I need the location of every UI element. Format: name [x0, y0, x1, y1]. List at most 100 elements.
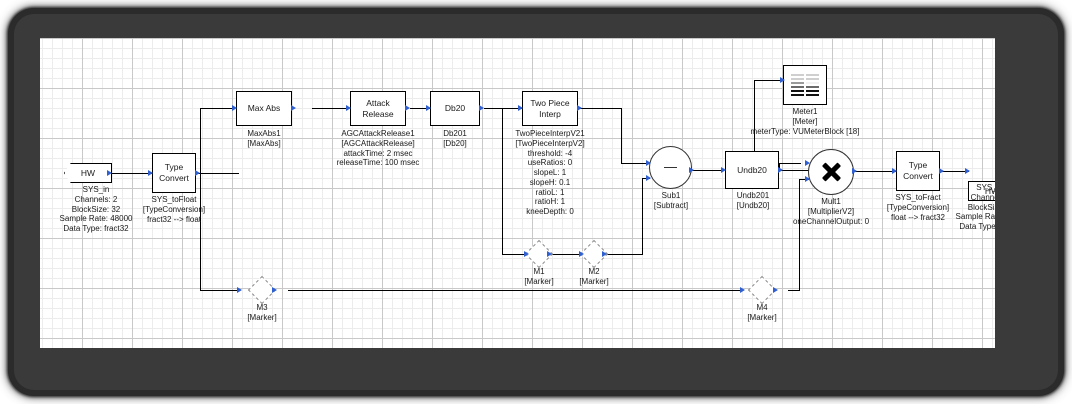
minus-icon	[664, 166, 677, 169]
port-m1-output	[547, 251, 552, 257]
wire-sysin-typeconvert	[109, 173, 152, 174]
block-m4[interactable]	[747, 275, 777, 305]
caption-mult1: Mult1 [MultiplierV2] oneChannelOutput: 0	[792, 197, 870, 226]
vu-meter-icon-right	[806, 73, 819, 97]
block-undb20-label: Undb20	[737, 164, 767, 175]
block-type-convert-in-label: Type Convert	[159, 162, 189, 183]
wire-undb20-out	[779, 170, 829, 171]
wire-to-m1	[502, 254, 525, 255]
wire-typeconvert-up	[200, 108, 201, 174]
caption-two-piece-interp: TwoPieceInterpV21 [TwoPieceInterpV2] thr…	[515, 129, 585, 216]
wire-into-mult-a	[779, 163, 801, 164]
wire-db20-twopiece	[484, 108, 530, 109]
port-max-abs-output	[291, 104, 296, 111]
port-attack-release-output	[405, 104, 410, 111]
device-frame: HW SYS_in Channels: 2 BlockSize: 32 Samp…	[8, 8, 1064, 396]
wire-into-sub1-a	[621, 163, 650, 164]
wire-m1-m2	[552, 254, 580, 255]
block-sys-in-label: HW	[80, 168, 96, 178]
port-attack-release-input	[346, 104, 351, 111]
wire-m3-m4	[288, 290, 740, 291]
block-sys-out-label: HW	[984, 186, 995, 196]
port-type-convert-out-output	[939, 167, 944, 174]
wire-m4-up	[799, 179, 800, 291]
caption-m4: M4 [Marker]	[747, 303, 777, 322]
port-sub1-output	[689, 166, 694, 173]
block-sys-in[interactable]: HW	[64, 163, 112, 183]
block-db20-label: Db20	[444, 103, 466, 114]
port-m2-input	[579, 251, 584, 257]
port-m3-output	[272, 287, 277, 293]
caption-meter1: Meter1 [Meter] meterType: VUMeterBlock […	[750, 107, 860, 136]
block-two-piece-interp-label: Two Piece Interp	[530, 97, 570, 119]
wire-to-maxabs	[200, 108, 234, 109]
wire-typeconvert-out	[189, 173, 239, 174]
port-sys-out-input	[965, 167, 970, 174]
port-undb20-output	[778, 166, 783, 173]
port-sub1-input-b	[646, 174, 651, 181]
port-max-abs-input	[232, 104, 237, 111]
wire-m2-up	[642, 178, 643, 255]
port-type-convert-in-output	[195, 169, 200, 176]
port-m3-input	[237, 287, 242, 293]
wire-maxabs-attackrelease	[312, 108, 348, 109]
port-sys-in-out	[107, 169, 112, 176]
port-mult1-output	[852, 167, 857, 174]
port-m4-output	[773, 287, 778, 293]
port-meter1-input	[780, 76, 785, 83]
block-db20[interactable]: Db20	[430, 91, 480, 126]
block-attack-release[interactable]: Attack Release	[350, 91, 406, 126]
wire-to-m3	[200, 290, 237, 291]
wire-sub1-undb20	[691, 170, 723, 171]
wire-to-meter	[754, 80, 783, 81]
wire-typeconvert-sysout	[937, 171, 969, 172]
port-db20-output	[479, 104, 484, 111]
block-sys-out[interactable]: HW	[968, 181, 995, 201]
wire-typeconvert-down	[200, 173, 201, 291]
wire-m4-right	[788, 290, 800, 291]
port-type-convert-out-input	[892, 167, 897, 174]
wire-into-mult-b	[799, 179, 809, 180]
port-type-convert-in-input	[148, 169, 153, 176]
port-m1-input	[524, 251, 529, 257]
block-meter1[interactable]	[783, 65, 827, 105]
wire-twopiece-out	[577, 108, 622, 109]
block-type-convert-out[interactable]: Type Convert	[896, 151, 940, 191]
caption-max-abs: MaxAbs1 [MaxAbs]	[247, 129, 281, 148]
port-m4-input	[740, 287, 745, 293]
wire-mult-typeconvert	[855, 171, 899, 172]
block-two-piece-interp[interactable]: Two Piece Interp	[522, 91, 578, 126]
vu-meter-icon-left	[791, 73, 804, 97]
caption-m2: M2 [Marker]	[579, 267, 609, 286]
port-two-piece-interp-input	[518, 104, 523, 111]
caption-m1: M1 [Marker]	[524, 267, 554, 286]
block-undb20[interactable]: Undb20	[725, 151, 779, 189]
port-mult1-input-a	[805, 159, 810, 166]
caption-type-convert-in: SYS_toFloat [TypeConversion] fract32 -->…	[142, 195, 206, 224]
caption-attack-release: AGCAttackRelease1 [AGCAttackRelease] att…	[336, 129, 420, 168]
wire-m2-right	[607, 254, 643, 255]
port-mult1-input-b	[805, 175, 810, 182]
multiply-icon	[820, 161, 842, 183]
diagram-canvas[interactable]: HW SYS_in Channels: 2 BlockSize: 32 Samp…	[40, 38, 995, 348]
caption-db20: Db201 [Db20]	[443, 129, 467, 148]
block-max-abs-label: Max Abs	[247, 103, 281, 114]
caption-sys-in: SYS_in Channels: 2 BlockSize: 32 Sample …	[59, 185, 133, 233]
port-m2-output	[602, 251, 607, 257]
block-max-abs[interactable]: Max Abs	[236, 91, 292, 126]
block-type-convert-in[interactable]: Type Convert	[152, 153, 196, 193]
caption-type-convert-out: SYS_toFract [TypeConversion] float --> f…	[886, 193, 950, 222]
caption-sub1: Sub1 [Subtract]	[653, 191, 689, 210]
port-db20-input	[426, 104, 431, 111]
port-sub1-input-a	[646, 159, 651, 166]
block-sub1[interactable]	[649, 146, 692, 189]
block-mult1[interactable]	[808, 149, 854, 195]
caption-undb20: Undb201 [Undb20]	[736, 191, 770, 210]
caption-m3: M3 [Marker]	[247, 303, 277, 322]
port-two-piece-interp-output	[577, 104, 582, 111]
wire-db20-down	[502, 108, 503, 255]
block-attack-release-label: Attack Release	[362, 97, 394, 119]
block-type-convert-out-label: Type Convert	[903, 160, 933, 181]
wire-twopiece-down	[621, 108, 622, 163]
wire-undb20-up	[754, 80, 755, 171]
